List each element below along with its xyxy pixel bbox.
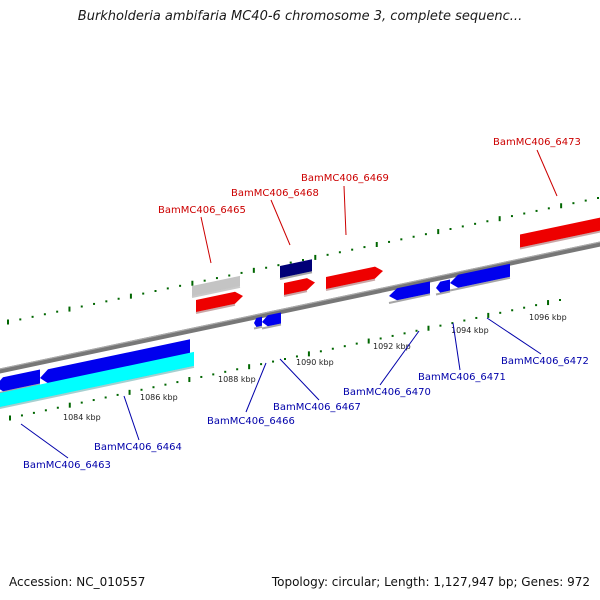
gene-small-rev-1-shade — [253, 325, 263, 330]
scale-label: 1092 kbp — [373, 342, 411, 351]
label-bammc406-6469-leader — [343, 185, 347, 236]
gene-bammc406-6464-alt — [0, 351, 195, 409]
label-bammc406-6466-leader — [245, 362, 267, 413]
gene-bammc406-6473 — [519, 217, 600, 250]
label-bammc406-6471-leader — [452, 322, 461, 371]
gene-small-rev-1 — [253, 316, 263, 330]
gene-pseudo-shade — [191, 285, 241, 298]
gene-bammc406-6473-shade — [519, 230, 600, 250]
gene-bammc406-6468-shade — [279, 271, 313, 280]
accession-label: Accession: NC_010557 — [9, 575, 146, 589]
gene-bammc406-6463-body — [0, 369, 40, 392]
scale-label: 1094 kbp — [451, 326, 489, 335]
label-bammc406-6470: BamMC406_6470 — [343, 387, 431, 398]
gene-bammc406-6464-alt-body — [0, 351, 194, 407]
scale-label: 1090 kbp — [296, 358, 334, 367]
gene-bammc406-6472-body — [450, 263, 510, 288]
label-bammc406-6469: BamMC406_6469 — [301, 173, 389, 184]
label-bammc406-6467-leader — [279, 358, 320, 401]
gene-bammc406-6472-shade — [449, 276, 511, 292]
gene-bammc406-6468b-shade — [283, 290, 308, 297]
gene-bammc406-6464-body — [40, 339, 190, 384]
gene-small-rev-2 — [261, 312, 282, 330]
map-title: Burkholderia ambifaria MC40-6 chromosome… — [77, 9, 523, 24]
gene-bammc406-6472 — [449, 263, 511, 292]
gene-bammc406-6468b-body — [284, 278, 315, 295]
forward-tick-track — [7, 197, 599, 325]
label-bammc406-6465: BamMC406_6465 — [158, 205, 246, 216]
gene-bammc406-6470-shade — [388, 293, 431, 304]
gene-bammc406-6465-body — [196, 291, 243, 312]
gene-bammc406-6464-alt-shade — [0, 365, 195, 409]
label-bammc406-6471: BamMC406_6471 — [418, 372, 506, 383]
label-bammc406-6473: BamMC406_6473 — [493, 137, 581, 148]
gene-bammc406-6465-shade — [195, 303, 236, 314]
genome-stats-label: Topology: circular; Length: 1,127,947 bp… — [271, 575, 590, 589]
gene-bammc406-6471 — [435, 279, 451, 296]
gene-bammc406-6468b — [283, 278, 315, 297]
gene-bammc406-6470 — [388, 281, 431, 304]
gene-pseudo-body — [192, 275, 240, 296]
label-bammc406-6468-leader — [270, 199, 291, 246]
label-bammc406-6473-leader — [536, 149, 558, 197]
backbone-line-highlight — [0, 241, 600, 370]
gene-bammc406-6469-body — [326, 266, 383, 289]
gene-bammc406-6471-body — [436, 279, 450, 293]
gene-bammc406-6468 — [279, 259, 313, 280]
scale-label: 1088 kbp — [218, 375, 256, 384]
gene-bammc406-6469-shade — [325, 278, 376, 291]
label-bammc406-6464-leader — [123, 395, 140, 441]
label-bammc406-6467: BamMC406_6467 — [273, 402, 361, 413]
gene-bammc406-6468-body — [280, 259, 312, 278]
gene-bammc406-6473-body — [520, 217, 600, 248]
gene-pseudo — [191, 275, 241, 298]
reverse-tick-track — [9, 299, 561, 421]
gene-small-rev-2-body — [262, 312, 281, 327]
scale-label: 1096 kbp — [529, 313, 567, 322]
label-bammc406-6468: BamMC406_6468 — [231, 188, 319, 199]
label-bammc406-6463-leader — [20, 423, 69, 459]
label-bammc406-6472: BamMC406_6472 — [501, 356, 589, 367]
gene-bammc406-6470-body — [389, 281, 430, 301]
scale-label: 1086 kbp — [140, 393, 178, 402]
label-bammc406-6470-leader — [379, 330, 420, 386]
label-bammc406-6465-leader — [200, 216, 212, 264]
gene-small-rev-2-shade — [261, 323, 282, 330]
backbone-line — [0, 241, 600, 374]
gene-bammc406-6469 — [325, 266, 383, 291]
gene-bammc406-6465 — [195, 291, 243, 314]
label-bammc406-6463: BamMC406_6463 — [23, 460, 111, 471]
gene-small-rev-1-body — [254, 316, 262, 327]
label-bammc406-6466: BamMC406_6466 — [207, 416, 295, 427]
label-bammc406-6472-leader — [486, 317, 542, 355]
scale-label: 1084 kbp — [63, 413, 101, 422]
gene-bammc406-6471-shade — [435, 290, 451, 296]
label-bammc406-6464: BamMC406_6464 — [94, 442, 182, 453]
